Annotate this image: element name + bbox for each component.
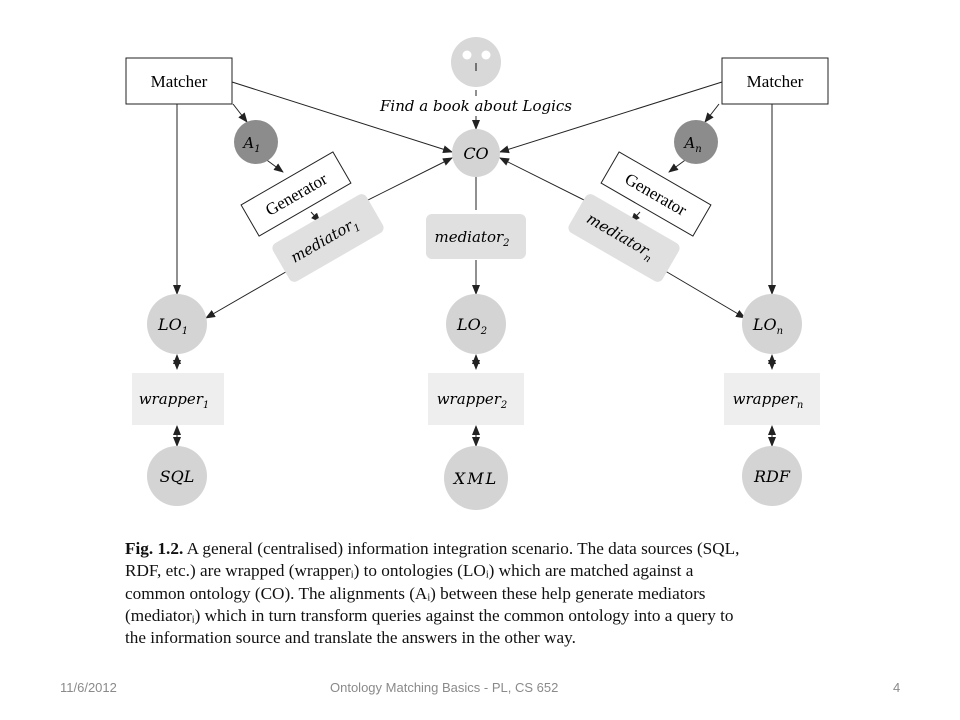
caption-line: the information source and translate the… <box>125 628 576 648</box>
svg-text:SQL: SQL <box>160 467 195 486</box>
edge-matchern-co <box>499 81 723 154</box>
local-ontology-2: LO2 <box>446 294 506 354</box>
alignment-node-an: An <box>674 120 718 164</box>
source-sql: SQL <box>147 446 207 506</box>
source-rdf: RDF <box>742 446 802 506</box>
svg-text:CO: CO <box>463 144 488 163</box>
caption-line: Fig. 1.2. A general (centralised) inform… <box>125 539 740 558</box>
edge-matcher1-co <box>231 81 453 154</box>
svg-text:wrappern: wrappern <box>733 390 804 411</box>
matcher-right: Matcher <box>721 57 829 105</box>
svg-text:wrapper2: wrapper2 <box>437 390 508 411</box>
matcher-left: Matcher <box>125 57 233 105</box>
alignment-node-a1: A1 <box>234 120 278 164</box>
wrapper-n: wrappern <box>724 373 820 425</box>
svg-text:mediator2: mediator2 <box>434 228 509 249</box>
caption-line: (mediatorᵢ) which in turn transform quer… <box>125 605 734 625</box>
footer-title: Ontology Matching Basics - PL, CS 652 <box>330 680 559 695</box>
edge-matcher-a1 <box>232 103 248 123</box>
svg-text:LO1: LO1 <box>157 315 188 337</box>
wrapper-2: wrapper2 <box>428 373 524 425</box>
local-ontology-n: LOn <box>742 294 802 354</box>
user-face-icon <box>451 37 501 87</box>
mediator-2: mediator2 <box>426 214 526 259</box>
edge-matcher-an <box>704 103 720 123</box>
svg-text:RDF: RDF <box>753 467 791 486</box>
integration-diagram: Find a book about Logics Matcher Matcher… <box>125 37 829 510</box>
caption-line: RDF, etc.) are wrapped (wrapperᵢ) to ont… <box>125 561 694 581</box>
edges <box>173 81 776 447</box>
caption-line: common ontology (CO). The alignments (Aᵢ… <box>125 583 706 603</box>
svg-text:LOn: LOn <box>752 315 783 337</box>
caption-label: Fig. 1.2. <box>125 539 184 558</box>
source-xml: XML <box>444 446 508 510</box>
figure-caption: Fig. 1.2. A general (centralised) inform… <box>125 538 837 649</box>
svg-text:LO2: LO2 <box>456 315 487 337</box>
svg-text:Matcher: Matcher <box>747 72 804 91</box>
svg-text:A1: A1 <box>241 134 260 155</box>
svg-text:Matcher: Matcher <box>151 72 208 91</box>
local-ontology-1: LO1 <box>147 294 207 354</box>
user-query-text: Find a book about Logics <box>379 97 572 115</box>
footer-date: 11/6/2012 <box>60 680 117 695</box>
wrapper-1: wrapper1 <box>132 373 224 425</box>
footer-page-number: 4 <box>893 680 901 695</box>
common-ontology-node: CO <box>452 129 500 177</box>
svg-text:An: An <box>682 134 701 155</box>
svg-text:XML: XML <box>452 469 498 488</box>
svg-text:wrapper1: wrapper1 <box>139 390 210 411</box>
